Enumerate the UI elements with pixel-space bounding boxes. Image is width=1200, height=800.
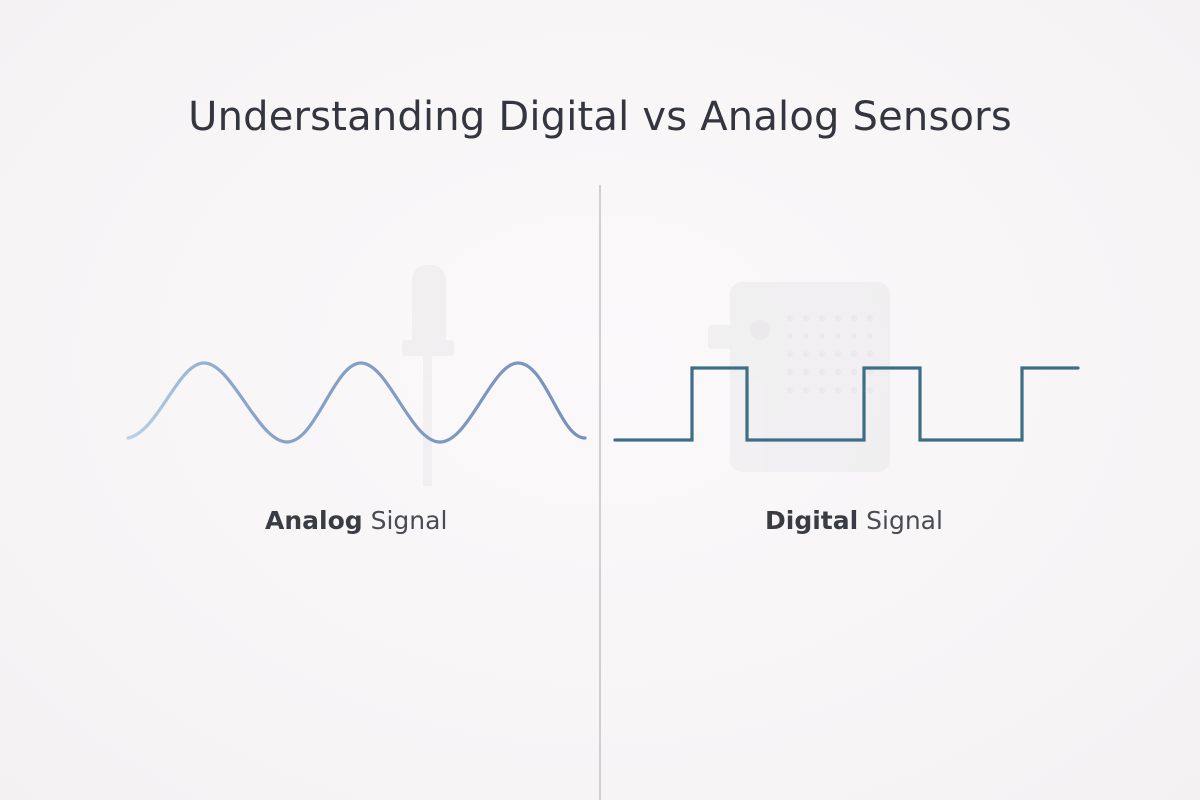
analog-sine-wave: [126, 361, 587, 444]
analog-caption-rest: Signal: [362, 506, 448, 535]
digital-caption-bold: Digital: [765, 506, 859, 535]
digital-square-wave: [613, 366, 1080, 442]
photoresistor-icon: [402, 265, 454, 486]
digital-caption: Digital Signal: [765, 506, 943, 535]
sensor-module-icon: [708, 282, 890, 472]
analog-caption: Analog Signal: [265, 506, 447, 535]
digital-caption-rest: Signal: [858, 506, 943, 535]
analog-caption-bold: Analog: [265, 506, 363, 535]
center-divider: [599, 185, 601, 800]
page-title: Understanding Digital vs Analog Sensors: [188, 94, 1012, 140]
